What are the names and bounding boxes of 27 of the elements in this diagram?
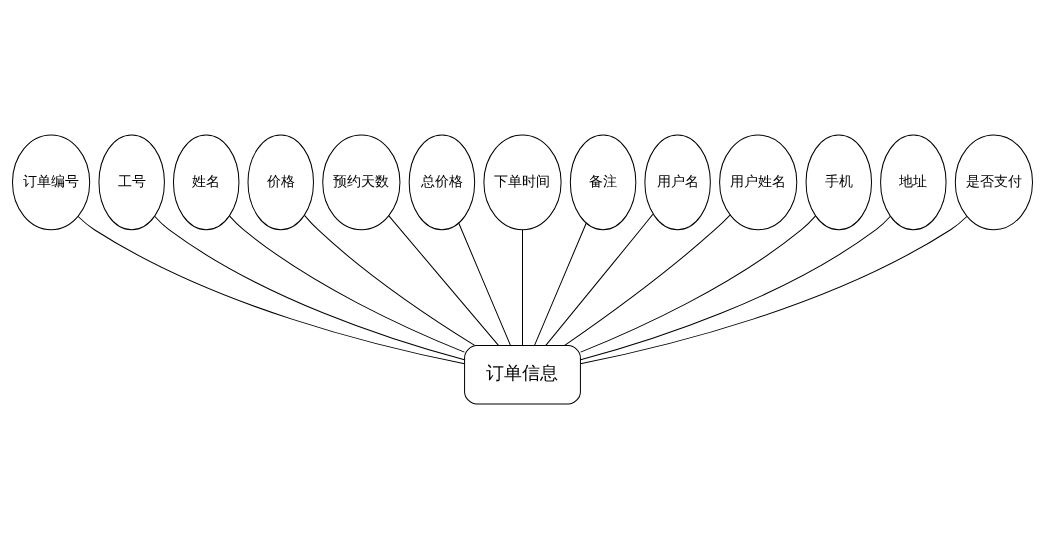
connector (534, 222, 587, 346)
node-ellipse: 价格 (247, 134, 314, 230)
connector (580, 214, 817, 353)
connector (154, 215, 465, 360)
connector (545, 213, 654, 346)
connector (580, 215, 891, 360)
node-ellipse: 是否支付 (954, 134, 1033, 230)
node-ellipse: 预约天数 (322, 134, 401, 230)
node-ellipse: 备注 (569, 134, 637, 230)
node-ellipse: 用户名 (644, 134, 711, 230)
node-ellipse: 总价格 (408, 134, 476, 230)
connector (522, 228, 523, 346)
connector (579, 215, 968, 364)
connector (388, 214, 499, 346)
connector (564, 214, 731, 346)
node-ellipse: 手机 (805, 134, 873, 230)
connector (77, 215, 466, 364)
node-ellipse: 下单时间 (483, 134, 562, 230)
node-ellipse: 订单编号 (12, 134, 91, 230)
node-ellipse: 工号 (98, 134, 165, 230)
node-ellipse: 姓名 (172, 134, 240, 230)
connector (228, 214, 465, 353)
node-ellipse: 地址 (880, 134, 947, 230)
node-ellipse: 用户姓名 (719, 134, 798, 230)
connector (304, 214, 476, 346)
node-box: 订单信息 (464, 344, 581, 404)
connector (458, 222, 511, 346)
